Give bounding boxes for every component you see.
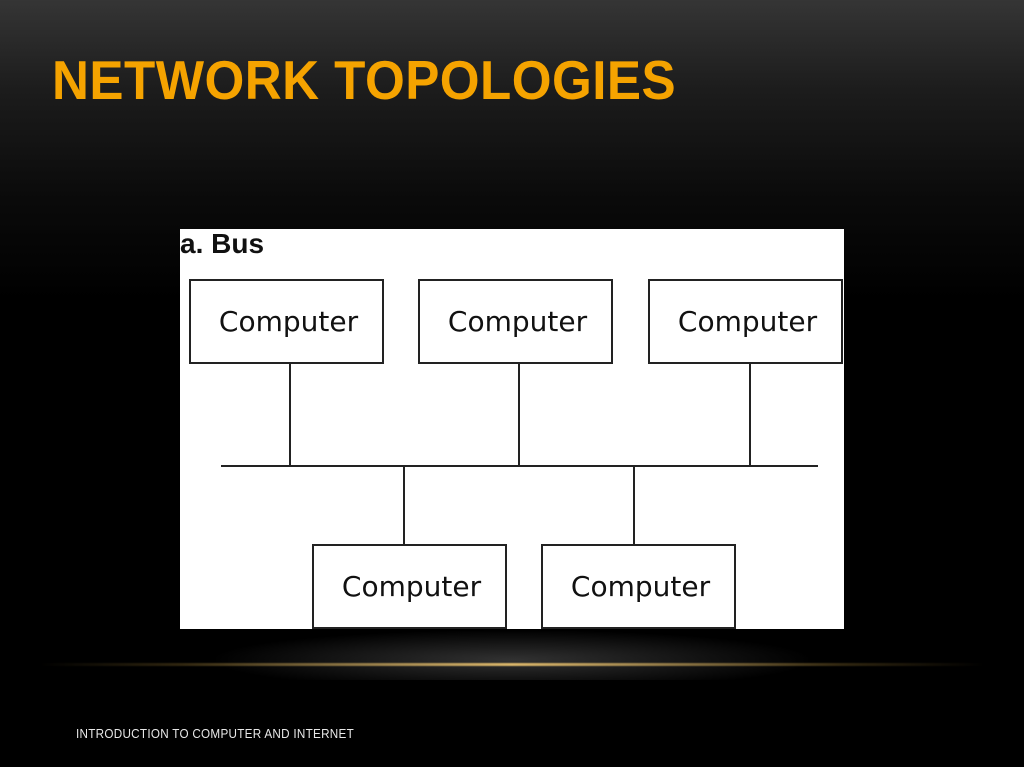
- diagram-label: a. Bus: [180, 228, 265, 259]
- computer-node-top-center: Computer: [418, 279, 613, 364]
- node-label: Computer: [677, 305, 818, 338]
- connector-line: [749, 363, 751, 466]
- node-label: Computer: [447, 305, 588, 338]
- bus-topology-diagram: a. Bus Computer Computer Computer Comput…: [180, 229, 844, 629]
- node-label: Computer: [218, 305, 359, 338]
- floor-glow: [0, 620, 1024, 680]
- slide-title: NETWORK TOPOLOGIES: [52, 49, 677, 111]
- bus-backbone-line: [221, 465, 818, 467]
- computer-node-bottom-left: Computer: [312, 544, 507, 629]
- connector-line: [289, 363, 291, 466]
- node-label: Computer: [341, 570, 482, 603]
- node-label: Computer: [570, 570, 711, 603]
- computer-node-top-right: Computer: [648, 279, 843, 364]
- connector-line: [633, 466, 635, 545]
- slide-footer: INTRODUCTION TO COMPUTER AND INTERNET: [76, 726, 355, 741]
- connector-line: [518, 363, 520, 466]
- computer-node-top-left: Computer: [189, 279, 384, 364]
- computer-node-bottom-right: Computer: [541, 544, 736, 629]
- connector-line: [403, 466, 405, 545]
- decorative-gold-divider: [40, 663, 984, 666]
